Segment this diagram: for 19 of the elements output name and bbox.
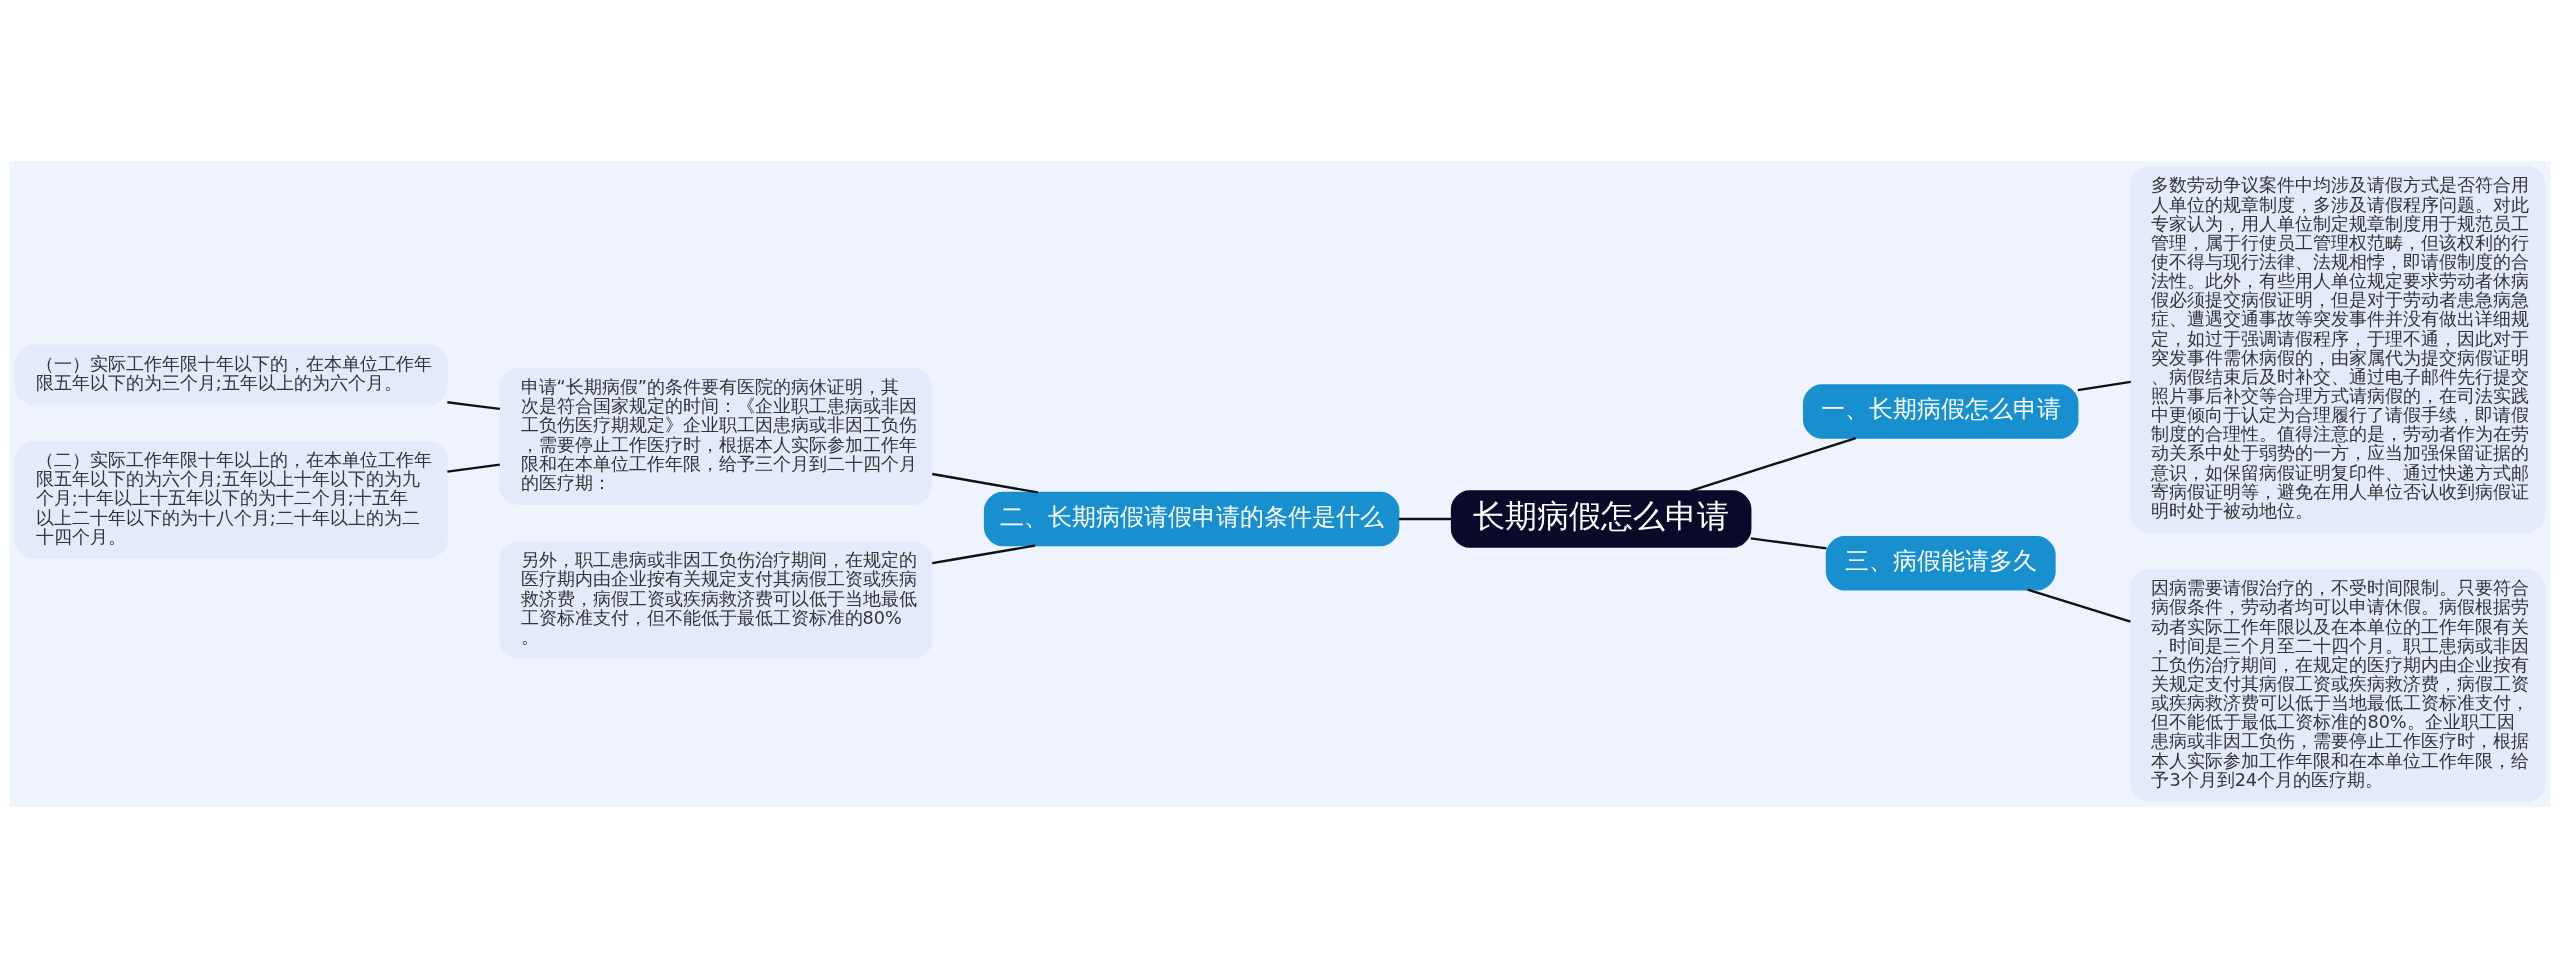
- connector: [2027, 588, 2131, 623]
- node-box: 多数劳动争议案件中均涉及请假方式是否符合用人单位的规章制度，多涉及请假程序问题。对此专家认为，用人单位制定规章制度用于规范员工管理，属于行使员工管理权范畴，但该权利的行使不得与现行法律、法规相悖，即请假制度的合法性。此外，有些用人单位规定要求劳动者休病假必须提交病假证明，但是对于劳动者患急病急症、遭遇交通事故等突发事件并没有做出详细规定，如过于强调请假程序，于理不通，因此对于突发事件需休病假的，由家属代为提交病假证明、病假结束后及时补交、通过电子邮件先行提交照片事后补交等合理方式请病假的，在司法实践中更倾向于认定为合理履行了请假手续，即请假制度的合理性。值得注意的是，劳动者作为在劳动关系中处于弱势的一方，应当加强保留证据的意识，如保留病假证明复印件、通过快递方式邮寄病假证明等，避免在用人单位否认收到病假证明时处于被动地位。: [2130, 165, 2546, 533]
- connector: [2077, 380, 2131, 391]
- connector: [1750, 536, 1827, 550]
- node-box: 三、病假能请多久: [1825, 535, 2056, 590]
- node-box: 因病需要请假治疗的，不受时间限制。只要符合病假条件，劳动者均可以申请休假。病假根据劳动者实际工作年限以及在本单位的工作年限有关，时间是三个月至二十四个月。职工患病或非因工负伤治疗期间，在规定的医疗期内由企业按有关规定支付其病假工资或疾病救济费，病假工资或疾病救济费可以低于当地最低工资标准支付，但不能低于最低工资标准的80%。企业职工因患病或非因工负伤，需要停止工作医疗时，根据本人实际参加工作年限和在本单位工作年限，给予3个月到24个月的医疗期。: [2130, 568, 2546, 802]
- node-box: 一、长期病假怎么申请: [1803, 383, 2079, 439]
- node-box: 另外，职工患病或非因工负伤治疗期间，在规定的医疗期内由企业按有关规定支付其病假工资或疾病救济费，病假工资或疾病救济费可以低于当地最低工资标准支付，但不能低于最低工资标准的80%。: [499, 540, 933, 659]
- connector: [447, 463, 500, 473]
- connector: [1690, 436, 1857, 492]
- node-box: 二、长期病假请假申请的条件是什么: [983, 491, 1400, 546]
- node-box: 长期病假怎么申请: [1450, 489, 1752, 548]
- connector: [932, 543, 1036, 564]
- node-box: （一）实际工作年限十年以下的，在本单位工作年限五年以下的为三个月;五年以上的为六个月。: [14, 343, 448, 405]
- node-box: （二）实际工作年限十年以上的，在本单位工作年限五年以下的为六个月;五年以上十年以下的为九个月;十年以上十五年以下的为十二个月;十五年以上二十年以下的为十八个月;二十年以上的为二十四个月。: [14, 440, 448, 559]
- connector: [1398, 517, 1452, 520]
- connector: [447, 400, 500, 410]
- connector: [932, 472, 1038, 494]
- node-box: 申请“长期病假”的条件要有医院的病休证明，其次是符合国家规定的时间：《企业职工患病或非因工负伤医疗期规定》企业职工因患病或非因工负伤，需要停止工作医疗时，根据本人实际参加工作年限和在本单位工作年限，给予三个月到二十四个月的医疗期：: [499, 367, 933, 505]
